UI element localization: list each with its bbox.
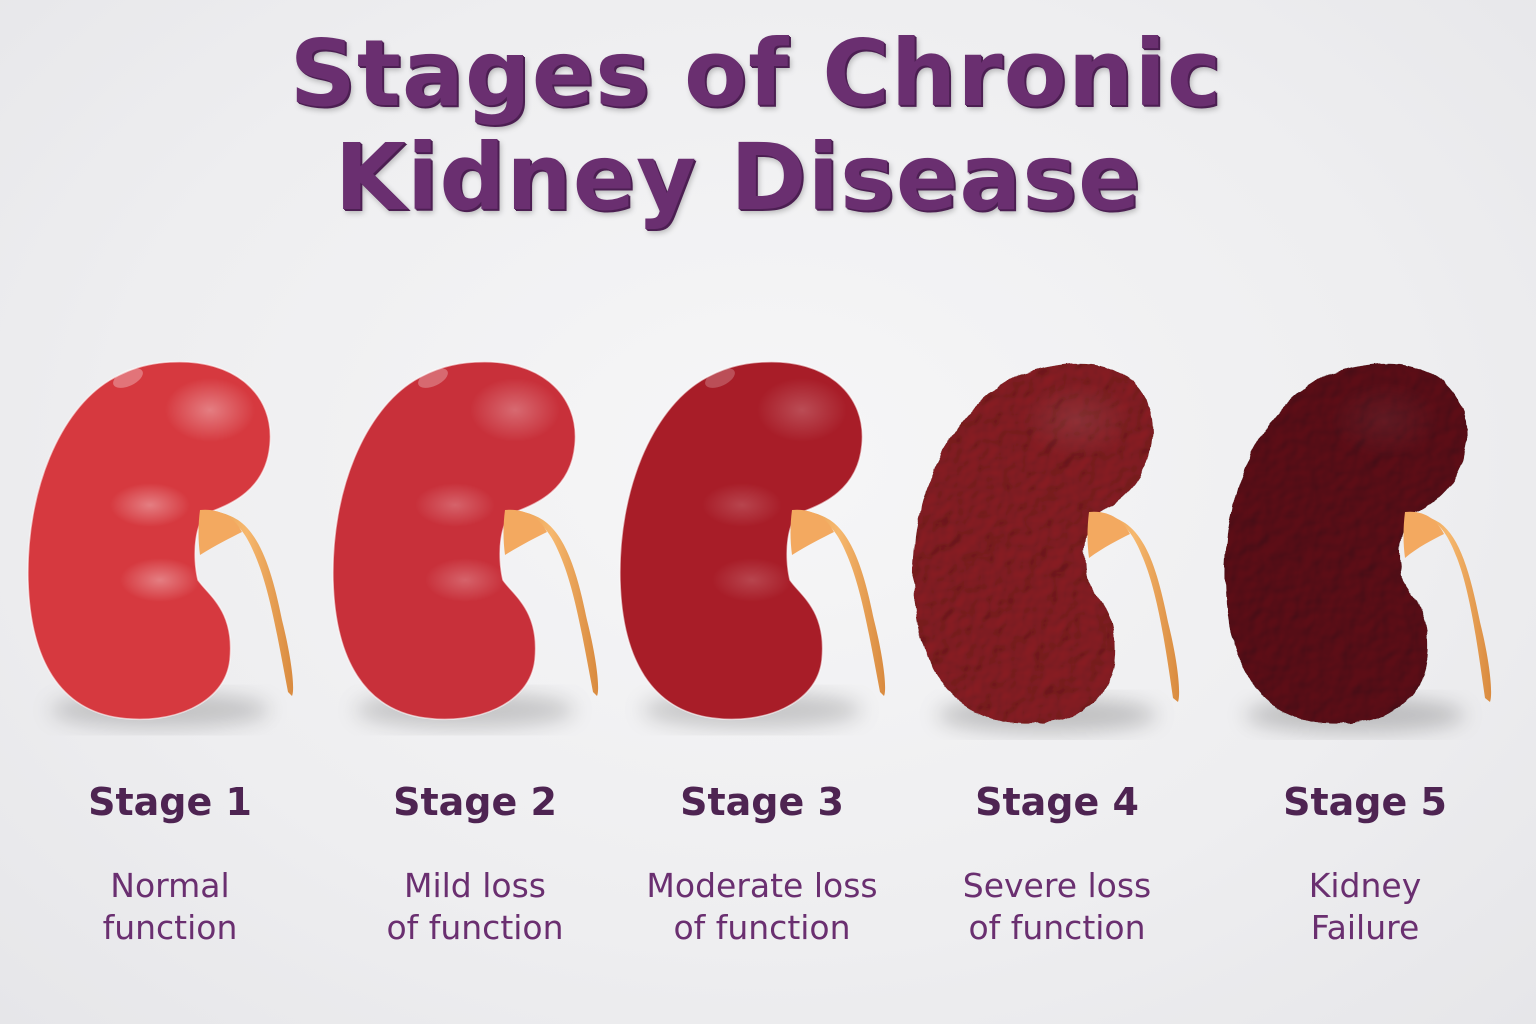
stages-row: Stage 1 Normal function Stage 2 Mild los… <box>0 340 1536 980</box>
stage-label: Stage 5 <box>1283 780 1447 824</box>
stage-desc-line-2: of function <box>386 908 564 947</box>
stage-description: Mild loss of function <box>325 865 625 949</box>
stage-4: Stage 4 Severe loss of function <box>907 340 1207 980</box>
stage-label: Stage 4 <box>975 780 1139 824</box>
stage-desc-line-1: Moderate loss <box>646 866 878 905</box>
stage-desc-line-2: function <box>102 908 238 947</box>
kidney-icon <box>912 363 1180 733</box>
kidney-icon <box>619 361 886 728</box>
page-title: Stages of Chronic Kidney Disease <box>0 22 1536 230</box>
stage-desc-line-2: Failure <box>1310 908 1420 947</box>
kidney-icon <box>332 361 599 728</box>
stage-description: Kidney Failure <box>1215 865 1515 949</box>
stage-desc-line-2: of function <box>968 908 1146 947</box>
stage-desc-line-1: Kidney <box>1308 866 1422 905</box>
kidney-icon <box>27 361 294 728</box>
stage-description: Severe loss of function <box>907 865 1207 949</box>
title-line-2: Kidney Disease <box>334 124 1142 231</box>
kidney-icon <box>1224 363 1492 733</box>
title-line-1: Stages of Chronic <box>289 20 1223 127</box>
stage-desc-line-1: Severe loss <box>962 866 1152 905</box>
stage-desc-line-2: of function <box>673 908 851 947</box>
stage-label: Stage 1 <box>88 780 252 824</box>
stage-label: Stage 3 <box>680 780 844 824</box>
stage-desc-line-1: Normal <box>110 866 230 905</box>
stage-5: Stage 5 Kidney Failure <box>1215 340 1515 980</box>
stage-3: Stage 3 Moderate loss of function <box>612 340 912 980</box>
stage-description: Moderate loss of function <box>612 865 912 949</box>
stage-desc-line-1: Mild loss <box>404 866 546 905</box>
stage-description: Normal function <box>20 865 320 949</box>
stage-label: Stage 2 <box>393 780 557 824</box>
stage-2: Stage 2 Mild loss of function <box>325 340 625 980</box>
stage-1: Stage 1 Normal function <box>20 340 320 980</box>
